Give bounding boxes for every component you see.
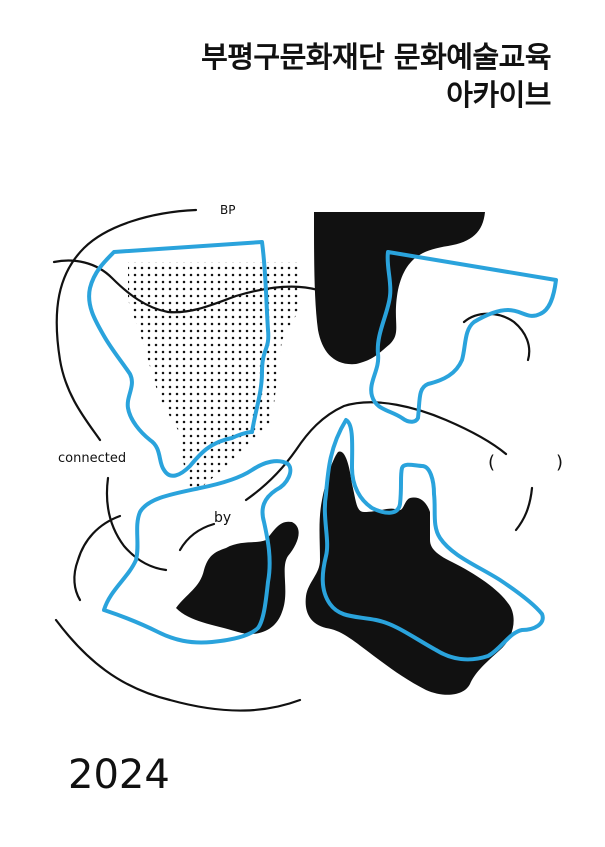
blue-outline-bottom-right bbox=[320, 418, 545, 662]
curve-left-wave bbox=[52, 259, 320, 314]
blue-outline-strokes bbox=[87, 240, 558, 662]
label-connected: connected bbox=[58, 451, 126, 466]
curve-by-arc bbox=[178, 522, 216, 552]
black-blob-center-left bbox=[176, 521, 299, 634]
black-blob-bottom-right bbox=[305, 451, 514, 695]
label-by: by bbox=[214, 510, 231, 526]
curve-left-inner-arc bbox=[105, 476, 168, 572]
curve-left-lower-arc bbox=[73, 514, 122, 602]
paren-open: ( bbox=[488, 452, 495, 473]
black-blob-top-right bbox=[314, 212, 485, 365]
label-bp: BP bbox=[220, 203, 235, 217]
title-line-1: 부평구문화재단 문화예술교육 bbox=[201, 40, 551, 74]
blue-outline-top-left bbox=[87, 240, 271, 478]
curve-top-arc bbox=[55, 208, 198, 442]
publication-year: 2024 bbox=[68, 752, 170, 798]
curve-bottom-sweep bbox=[54, 618, 302, 712]
curve-right-hook bbox=[462, 312, 531, 362]
paren-close: ) bbox=[556, 452, 563, 473]
title-line-2: 아카이브 bbox=[446, 78, 551, 112]
cover-title: 부평구문화재단 문화예술교육 아카이브 bbox=[201, 38, 551, 114]
blue-outline-top-right bbox=[369, 250, 558, 424]
blue-outline-bottom-left bbox=[102, 459, 293, 645]
curve-center-wave bbox=[244, 401, 508, 502]
halftone-dot-area bbox=[128, 262, 298, 490]
thin-line-strokes bbox=[52, 208, 534, 712]
curve-right-tail bbox=[514, 486, 534, 532]
